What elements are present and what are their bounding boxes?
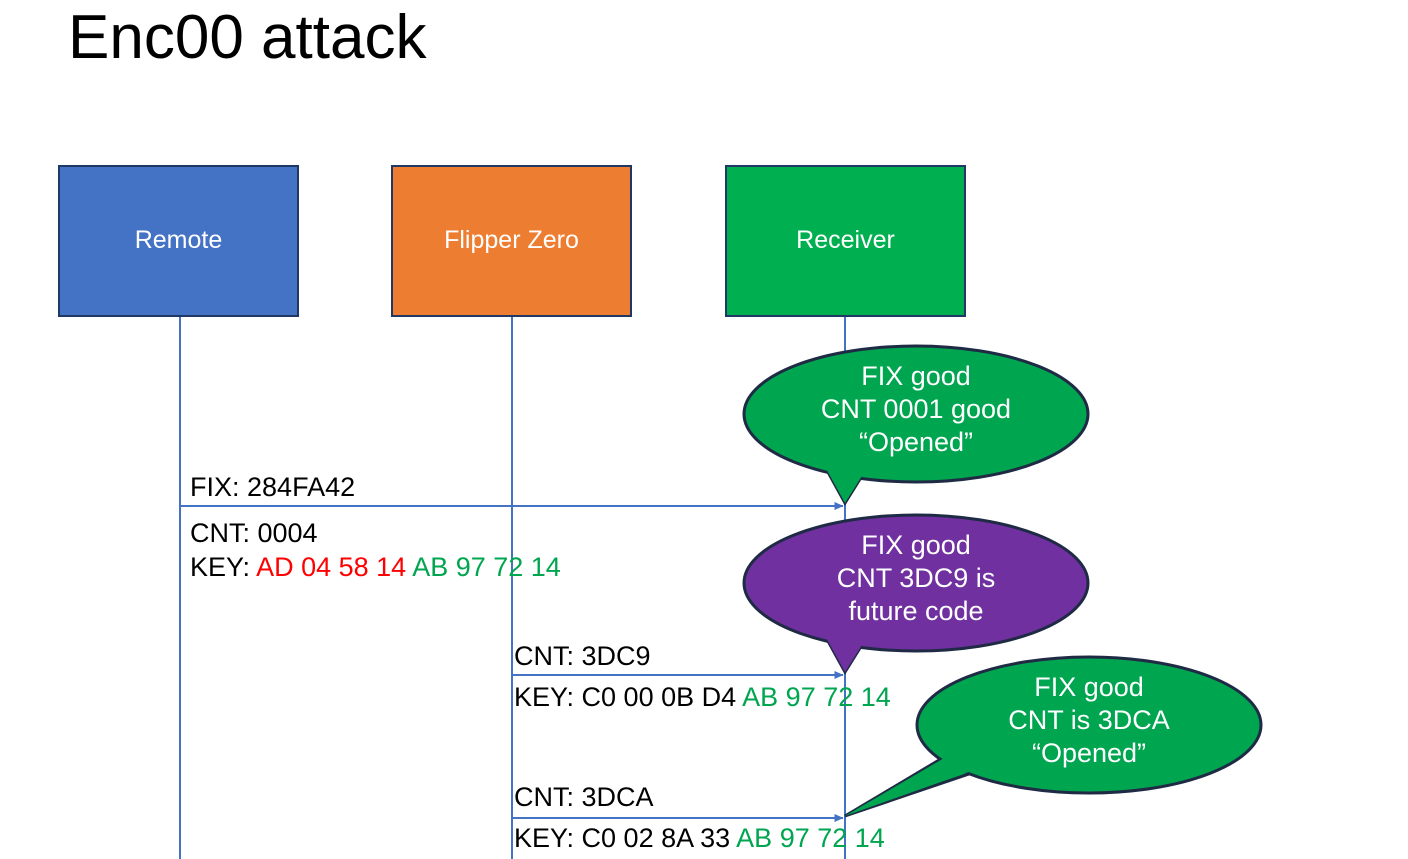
speech-bubble-1	[742, 344, 1090, 506]
message-cnt-3dc9-text: CNT: 3DC9	[514, 641, 651, 671]
message-label-fix: FIX: 284FA42	[190, 472, 355, 503]
actor-label-remote: Remote	[134, 226, 223, 255]
message-cnt-0004-text: CNT: 0004	[190, 518, 318, 548]
key-bytes-red: AD 04 58 14	[256, 552, 407, 582]
key-prefix-3dca: KEY: C0 02 8A 33	[514, 823, 737, 853]
actor-label-receiver: Receiver	[796, 226, 895, 255]
key-prefix-3dc9: KEY: C0 00 0B D4	[514, 682, 743, 712]
actor-label-flipper-zero: Flipper Zero	[444, 226, 579, 255]
message-fix-prefix: FIX:	[190, 472, 248, 502]
message-label-cnt-3dc9: CNT: 3DC9	[514, 641, 651, 672]
actor-box-remote[interactable]: Remote	[58, 165, 299, 317]
message-label-cnt-3dca: CNT: 3DCA	[514, 782, 654, 813]
key-bytes-green-3dc9: AB 97 72 14	[742, 682, 891, 712]
page-title: Enc00 attack	[68, 3, 427, 72]
message-label-key-0004: KEY: AD 04 58 14 AB 97 72 14	[190, 552, 561, 583]
message-label-key-3dc9: KEY: C0 00 0B D4 AB 97 72 14	[514, 682, 891, 713]
speech-bubble-2	[742, 513, 1090, 675]
key-prefix: KEY:	[190, 552, 257, 582]
message-fix-value: 284FA42	[247, 472, 356, 502]
key-bytes-green-3dca: AB 97 72 14	[736, 823, 885, 853]
actor-box-receiver[interactable]: Receiver	[725, 165, 966, 317]
message-label-key-3dca: KEY: C0 02 8A 33 AB 97 72 14	[514, 823, 885, 854]
actor-box-flipper-zero[interactable]: Flipper Zero	[391, 165, 632, 317]
message-label-cnt-0004: CNT: 0004	[190, 518, 318, 549]
key-bytes-green: AB 97 72 14	[412, 552, 561, 582]
speech-bubble-3	[844, 655, 1263, 818]
message-cnt-3dca-text: CNT: 3DCA	[514, 782, 654, 812]
